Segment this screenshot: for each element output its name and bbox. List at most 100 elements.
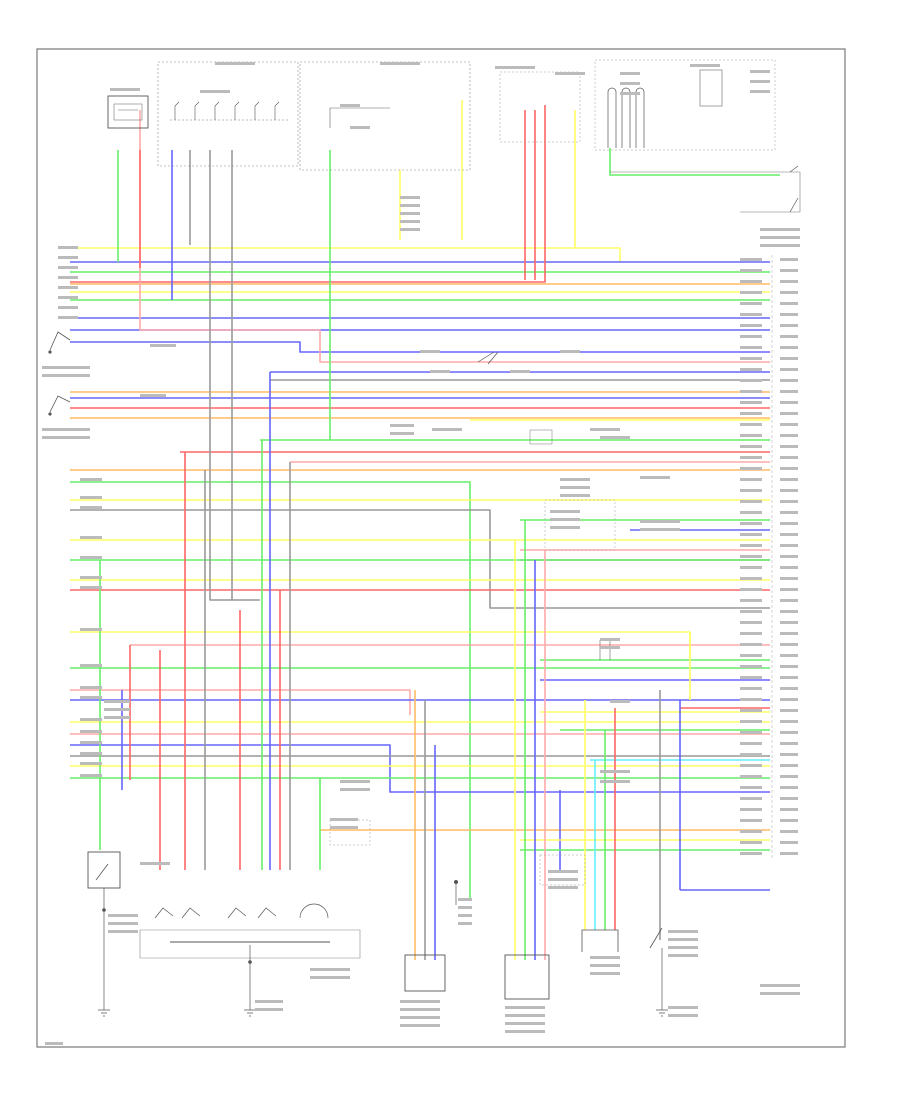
pcm-wire-label	[740, 808, 762, 811]
pcm-pin-label	[780, 434, 798, 437]
component-caption	[560, 486, 590, 489]
pcm-pin-label	[780, 280, 798, 283]
component-caption	[104, 716, 130, 719]
pcm-wire-label	[740, 742, 762, 745]
pcm-pin-label	[780, 621, 798, 624]
component-caption	[560, 350, 580, 353]
component-caption	[108, 930, 138, 933]
pcm-wire-label	[740, 368, 762, 371]
pcm-pin-label	[780, 500, 798, 503]
component-caption	[340, 788, 370, 791]
component-caption	[640, 528, 680, 531]
left-wire-label	[80, 762, 102, 765]
pcm-pin-label	[780, 643, 798, 646]
top-label	[495, 66, 535, 69]
component-caption	[400, 228, 420, 231]
pcm-pin-label	[780, 698, 798, 701]
inline-relay-center	[477, 351, 553, 445]
component-caption	[340, 780, 370, 783]
left-wire-label	[80, 741, 102, 744]
pcm-pin-label	[780, 786, 798, 789]
component-caption	[760, 984, 800, 987]
component-caption	[108, 922, 138, 925]
component-caption	[458, 906, 472, 909]
left-wire-label	[80, 718, 102, 721]
mid-right-connector	[544, 499, 616, 660]
component-caption	[104, 708, 130, 711]
pcm-wire-label	[740, 709, 762, 712]
component-caption	[590, 972, 620, 975]
pcm-wire-label	[740, 258, 762, 261]
pcm-pin-label	[780, 654, 798, 657]
pcm-pin-label	[780, 346, 798, 349]
wire-gray-v2	[209, 150, 260, 601]
component-caption	[400, 196, 420, 199]
component-caption	[760, 228, 800, 231]
pcm-wire-label	[740, 467, 762, 470]
pcm-pin-label	[780, 533, 798, 536]
top-label	[350, 126, 370, 129]
component-caption	[400, 1016, 440, 1019]
left-wire-label	[80, 664, 102, 667]
pcm-pin-label	[780, 830, 798, 833]
pcm-wire-label	[740, 456, 762, 459]
pcm-pin-label	[780, 522, 798, 525]
component-caption	[400, 204, 420, 207]
left-wire-label	[58, 276, 78, 279]
pcm-pin-label	[780, 467, 798, 470]
component-caption	[668, 954, 698, 957]
left-wire-label	[58, 296, 78, 299]
pcm-wire-label	[740, 786, 762, 789]
pcm-wire-label	[740, 511, 762, 514]
diagram-frame	[36, 48, 846, 1048]
pcm-pin-label	[780, 610, 798, 613]
pcm-pin-label	[780, 808, 798, 811]
pcm-pin-label	[780, 445, 798, 448]
left-wire-label	[80, 628, 102, 631]
pcm-pin-label	[780, 302, 798, 305]
wire-layer	[70, 100, 780, 960]
left-wire-label	[80, 686, 102, 689]
component-caption	[42, 374, 90, 377]
component-caption	[150, 344, 176, 347]
pcm-pin-label	[780, 258, 798, 261]
component-caption	[510, 370, 530, 373]
left-wire-label	[80, 730, 102, 733]
left-wire-label	[80, 536, 102, 539]
pcm-wire-label	[740, 643, 762, 646]
pcm-wire-label	[740, 621, 762, 624]
component-caption	[255, 1000, 283, 1003]
component-caption	[420, 350, 440, 353]
pcm-pin-label	[780, 313, 798, 316]
component-caption	[550, 510, 580, 513]
component-caption	[548, 886, 578, 889]
component-caption	[458, 898, 472, 901]
left-wire-label	[58, 306, 78, 309]
component-caption	[560, 494, 590, 497]
pcm-pin-label	[780, 775, 798, 778]
pcm-pin-label	[780, 269, 798, 272]
pcm-wire-label	[740, 852, 762, 855]
pcm-pin-label	[780, 324, 798, 327]
pcm-pin-label	[780, 665, 798, 668]
top-label	[110, 88, 140, 91]
component-caption	[550, 518, 580, 521]
left-wire-label	[58, 286, 78, 289]
pcm-pin-label	[780, 687, 798, 690]
transmission-range-switch	[139, 903, 361, 1017]
left-wire-label	[58, 316, 78, 319]
pcm-pin-label	[780, 632, 798, 635]
wire-yellow-1	[70, 247, 621, 262]
pcm-wire-label	[740, 665, 762, 668]
top-label	[340, 104, 360, 107]
component-caption	[610, 700, 630, 703]
pcm-wire-label	[740, 335, 762, 338]
top-label	[380, 62, 420, 65]
wire-blue-10	[70, 744, 770, 793]
component-caption	[390, 432, 414, 435]
component-caption	[255, 1008, 283, 1011]
pcm-wire-label	[740, 610, 762, 613]
pcm-wire-label	[740, 302, 762, 305]
pcm-pin-label	[780, 797, 798, 800]
